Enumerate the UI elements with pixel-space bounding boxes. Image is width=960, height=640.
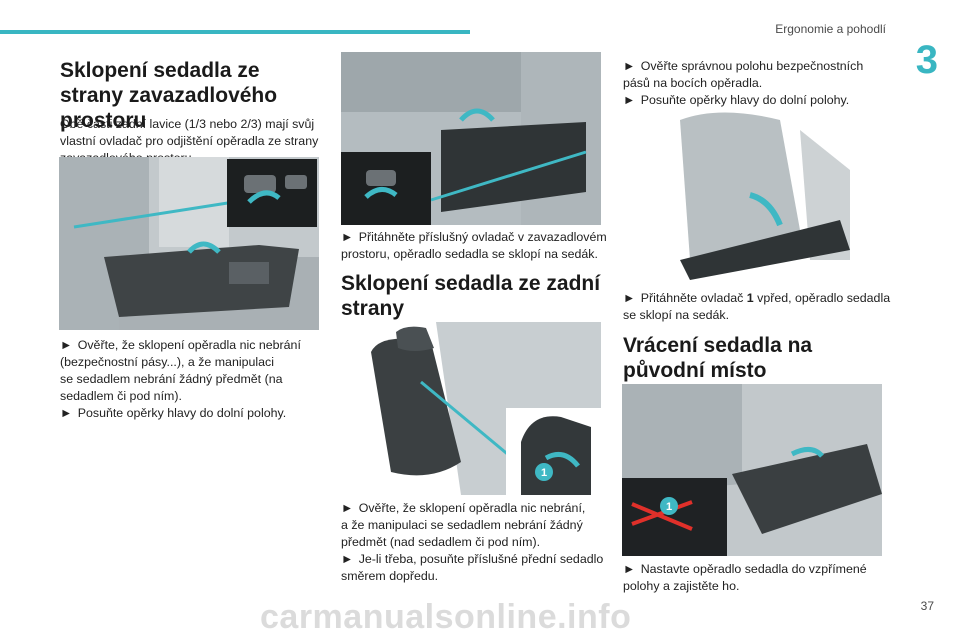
figure-seat-rear-lever: 1 xyxy=(341,322,601,495)
col1-bullets: ► Ověřte, že sklopení opěradla nic nebrá… xyxy=(60,338,301,420)
col2-bullet1: ► Přitáhněte příslušný ovladač v zavazad… xyxy=(341,230,607,261)
col3-bullets-top: ► Ověřte správnou polohu bezpečnostních … xyxy=(623,59,864,107)
col2-heading: Sklopení sedadla ze zadní strany xyxy=(341,272,601,320)
col3-bullet3: ► Přitáhněte ovladač 1 vpřed, opěradlo s… xyxy=(623,291,891,322)
chapter-number: 3 xyxy=(915,38,938,82)
col1-heading: Sklopení sedadla ze strany zavazadlového… xyxy=(60,59,278,132)
section-title: Ergonomie a pohodlí xyxy=(775,22,886,36)
col3-bullet4: ► Nastavte opěradlo sedadla do vzpřímené… xyxy=(623,562,867,593)
col2-bullets: ► Ověřte, že sklopení opěradla nic nebrá… xyxy=(341,501,604,583)
callout-1-return: 1 xyxy=(666,501,672,513)
figure-seat-return: 1 xyxy=(622,384,882,556)
figure-trunk-lever-release xyxy=(59,157,319,330)
figure-backrest-folding xyxy=(650,110,860,282)
page-number: 37 xyxy=(920,599,934,613)
watermark: carmanualsonline.info xyxy=(260,598,632,636)
callout-1: 1 xyxy=(541,467,547,479)
header-accent-bar xyxy=(0,30,470,34)
col3-heading: Vrácení sedadla na původní místo xyxy=(623,334,813,382)
figure-pull-lever-trunk xyxy=(341,52,601,225)
